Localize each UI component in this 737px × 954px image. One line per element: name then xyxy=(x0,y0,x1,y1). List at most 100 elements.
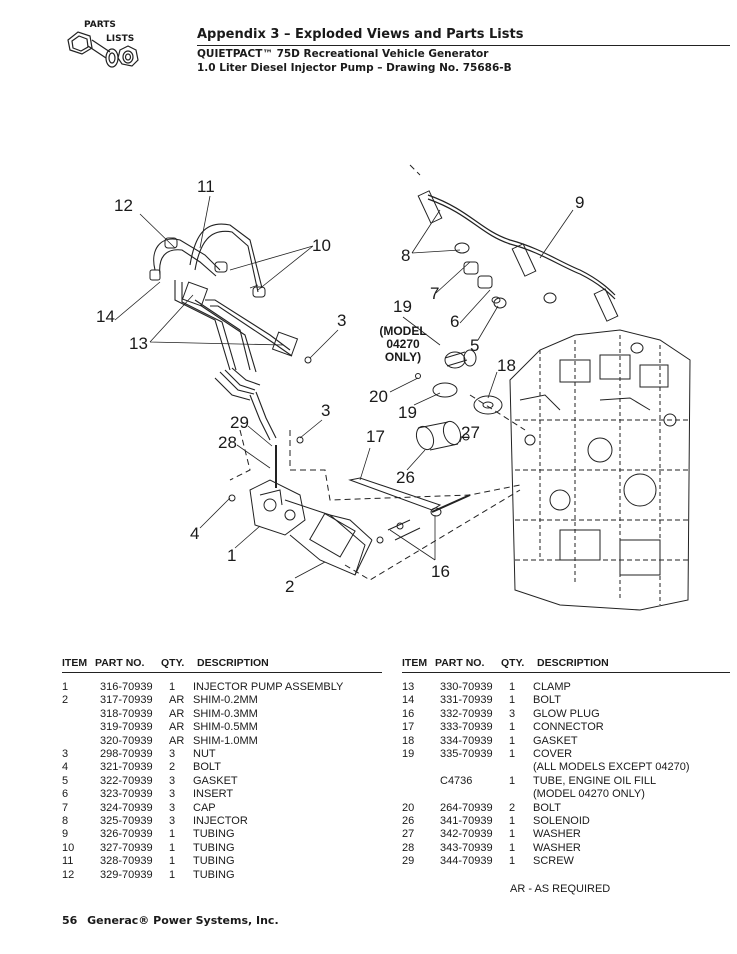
part-number-cell: 324-70939 xyxy=(100,801,153,814)
quantity-cell: 1 xyxy=(169,855,176,868)
injector-pump-assembly xyxy=(228,436,373,576)
header-subtitle-1: QUIETPACT™ 75D Recreational Vehicle Gene… xyxy=(197,48,489,60)
callout-7: 7 xyxy=(430,284,440,303)
col-header-item: ITEM xyxy=(402,657,428,669)
quantity-cell: 3 xyxy=(169,774,176,787)
callout-9: 9 xyxy=(575,193,585,212)
callout-20: 20 xyxy=(369,387,388,406)
table-header-rule xyxy=(62,672,382,673)
description-cell: (MODEL 04270 ONLY) xyxy=(533,788,645,801)
description-cell: WASHER xyxy=(533,828,581,841)
header-subtitle-2: 1.0 Liter Diesel Injector Pump – Drawing… xyxy=(197,62,512,74)
quantity-cell: 1 xyxy=(509,681,516,693)
item-cell: 12 xyxy=(62,868,75,881)
item-cell: 11 xyxy=(62,855,74,868)
quantity-cell: 1 xyxy=(509,855,516,868)
quantity-cell: 1 xyxy=(509,815,516,827)
item-cell: 4 xyxy=(62,761,69,774)
callout-26: 26 xyxy=(396,468,415,487)
quantity-cell: 1 xyxy=(169,868,176,881)
item-cell: 28 xyxy=(402,841,415,854)
callout-12: 12 xyxy=(114,196,133,215)
part-number-cell: 317-70939 xyxy=(100,694,153,707)
header-divider xyxy=(197,45,730,46)
part-number-cell: 330-70939 xyxy=(440,681,493,693)
callout-8: 8 xyxy=(401,246,411,265)
description-cell: INJECTOR xyxy=(193,815,248,827)
quantity-cell: AR xyxy=(169,707,185,720)
description-cell: SHIM-1.0MM xyxy=(193,734,258,747)
item-cell: 9 xyxy=(62,828,69,841)
callout-4: 4 xyxy=(190,524,200,543)
quantity-cell: 1 xyxy=(169,681,176,693)
col-header-description: DESCRIPTION xyxy=(197,657,269,669)
part-number-cell: C4736 xyxy=(440,774,473,787)
description-cell: TUBING xyxy=(193,855,235,868)
description-cell: SHIM-0.2MM xyxy=(193,694,258,707)
description-cell: SOLENOID xyxy=(533,815,590,827)
callout-5: 5 xyxy=(470,336,480,355)
part-number-cell: 341-70939 xyxy=(440,815,493,827)
callout-10: 10 xyxy=(312,236,331,255)
col-header-part-no: PART NO. xyxy=(435,657,485,669)
quantity-cell: 3 xyxy=(169,801,176,814)
page-footer: 56 Generac® Power Systems, Inc. xyxy=(62,914,279,927)
part-number-cell: 318-70939 xyxy=(100,707,153,720)
description-cell: COVER xyxy=(533,748,573,760)
quantity-cell: AR xyxy=(169,694,185,707)
model-note-line-2: ONLY) xyxy=(384,350,422,364)
page-number: 56 xyxy=(62,914,78,927)
part-number-cell: 331-70939 xyxy=(440,694,493,707)
item-cell: 20 xyxy=(402,801,415,814)
description-cell: GASKET xyxy=(533,734,578,747)
quantity-cell: 1 xyxy=(169,841,176,854)
as-required-note: AR - AS REQUIRED xyxy=(510,883,611,895)
description-cell: INJECTOR PUMP ASSEMBLY xyxy=(193,681,344,693)
item-cell: 7 xyxy=(62,801,69,814)
description-cell: CAP xyxy=(193,801,216,814)
callout-14: 14 xyxy=(96,307,115,326)
part-number-cell: 320-70939 xyxy=(100,734,153,747)
col-header-qty: QTY. xyxy=(161,657,185,669)
part-number-cell: 323-70939 xyxy=(100,788,153,801)
description-cell: GLOW PLUG xyxy=(533,707,600,720)
description-cell: TUBING xyxy=(193,841,235,854)
quantity-cell: 1 xyxy=(509,734,516,747)
col-header-part-no: PART NO. xyxy=(95,657,145,669)
quantity-cell: 1 xyxy=(509,841,516,854)
item-cell: 26 xyxy=(402,815,415,827)
description-cell: SCREW xyxy=(533,855,574,868)
engine-block xyxy=(509,329,691,611)
callout-3-top: 3 xyxy=(337,311,347,330)
item-cell: 19 xyxy=(402,748,415,760)
callout-2: 2 xyxy=(285,577,295,596)
callout-13: 13 xyxy=(129,334,148,353)
col-header-description: DESCRIPTION xyxy=(537,657,609,669)
description-cell: BOLT xyxy=(533,694,561,707)
exploded-view-drawing xyxy=(114,164,691,611)
callout-28: 28 xyxy=(218,433,237,452)
logo-text-lists: LISTS xyxy=(106,34,135,44)
callout-19-top: 19 xyxy=(393,297,412,316)
item-cell: 2 xyxy=(62,694,69,707)
model-note: (MODEL 04270 ONLY) xyxy=(364,325,442,364)
quantity-cell: 1 xyxy=(509,828,516,841)
item-cell: 5 xyxy=(62,774,69,787)
description-cell: (ALL MODELS EXCEPT 04270) xyxy=(533,761,690,774)
part-number-cell: 319-70939 xyxy=(100,721,153,734)
table-row: 7 324-70939 3 CAP xyxy=(62,802,402,815)
callout-1: 1 xyxy=(227,546,237,565)
